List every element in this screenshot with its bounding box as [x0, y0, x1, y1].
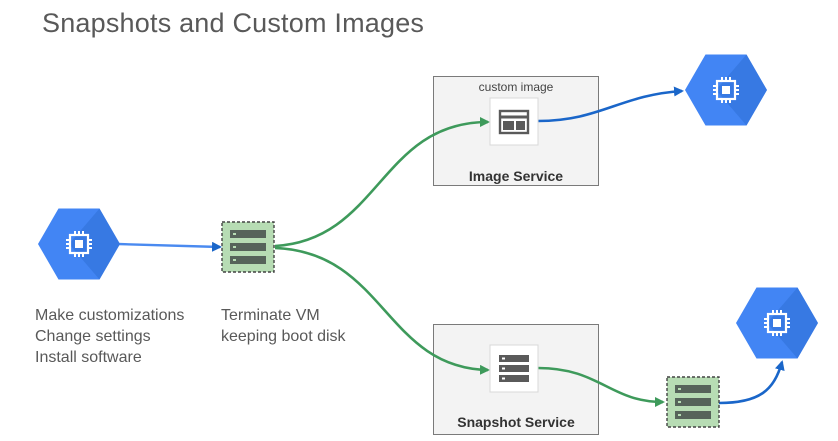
arrow-snapshot-to-disk: [537, 366, 665, 407]
snapshot-disk-icon: [666, 376, 720, 428]
arrow-disk-to-image-service: [274, 117, 490, 248]
source-vm-description: Make customizations Change settings Inst…: [35, 305, 184, 368]
custom-image-vm-icon: [685, 54, 767, 126]
source-vm-line-1: Make customizations: [35, 307, 185, 324]
source-vm-line-2: Change settings: [35, 328, 151, 345]
arrow-disk-to-snapshot-service: [274, 246, 490, 375]
source-vm-line-3: Install software: [35, 349, 142, 366]
boot-disk-line-2: keeping boot disk: [221, 328, 346, 345]
image-service-title: Image Service: [468, 168, 564, 184]
arrow-image-to-vm: [537, 86, 684, 123]
boot-disk-icon: [221, 221, 275, 273]
page-title: Snapshots and Custom Images: [42, 8, 425, 38]
custom-image-caption: custom image: [478, 80, 554, 94]
snapshot-vm-icon: [736, 287, 818, 359]
snapshot-service-title: Snapshot Service: [457, 414, 575, 430]
source-vm-icon: [38, 208, 120, 280]
boot-disk-description: Terminate VM keeping boot disk: [221, 305, 346, 347]
arrow-vm-to-disk: [117, 241, 222, 252]
custom-image-icon: [489, 97, 539, 146]
arrow-disk-to-new-vm: [718, 360, 785, 405]
boot-disk-line-1: Terminate VM: [221, 307, 320, 324]
snapshot-icon: [489, 344, 539, 393]
